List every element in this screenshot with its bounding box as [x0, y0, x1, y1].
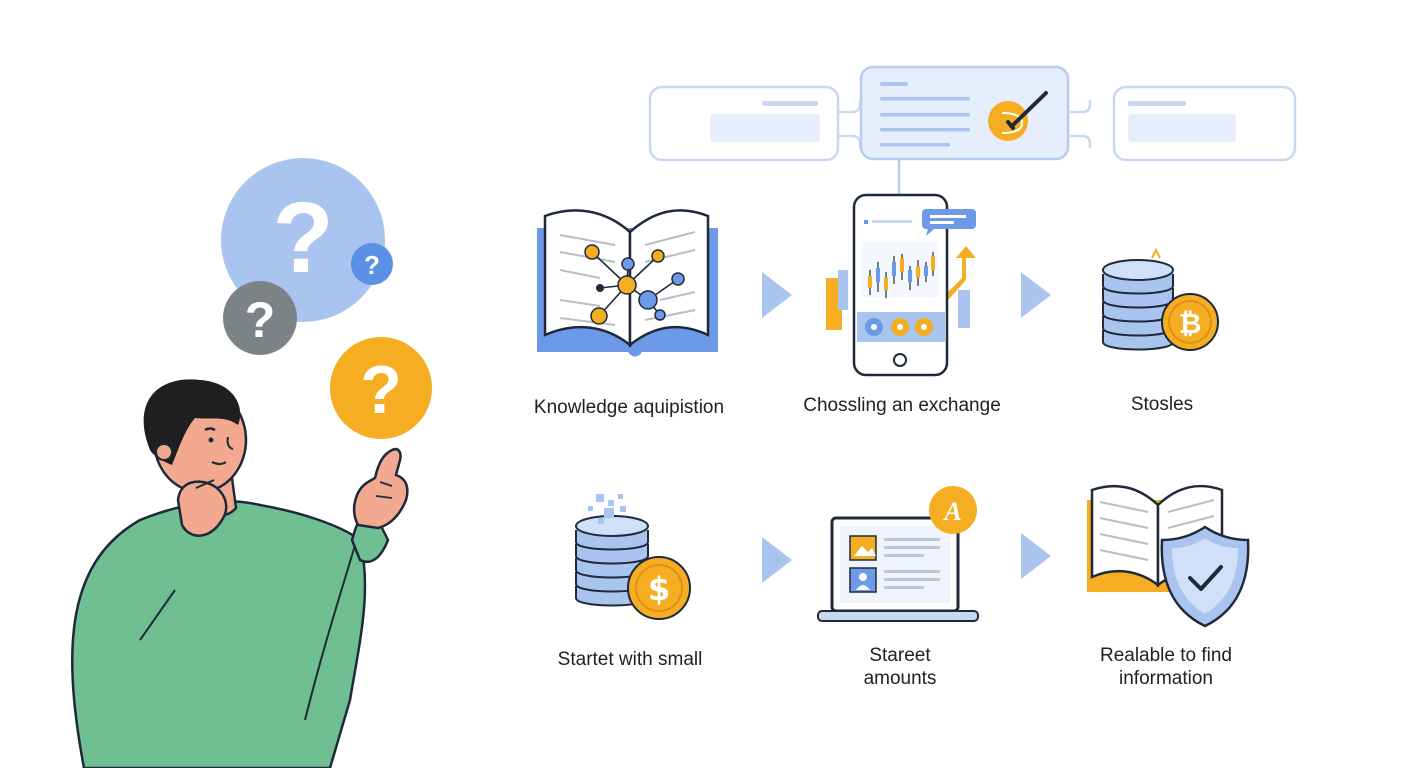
open-book-network-icon — [537, 209, 718, 357]
question-bubble-orange — [330, 337, 432, 439]
dollar-symbol: $ — [648, 570, 670, 608]
coin-stack-bitcoin-icon: ₿ — [1102, 247, 1219, 351]
checkmark-badge-icon — [988, 91, 1048, 141]
step-label-knowledge: Knowledge aquipistion — [533, 397, 725, 418]
step-label-amounts-line-1: Stareet — [869, 645, 931, 666]
question-mark-gray: ? — [245, 292, 276, 348]
coin-stack-dollar-icon: $ — [575, 494, 691, 620]
step-label-information-line-1: Realable to find — [1099, 645, 1233, 666]
question-bubble-gray — [223, 281, 297, 355]
step-label-amounts-line-2: amounts — [863, 668, 937, 689]
top-card-flow — [648, 65, 1297, 195]
person-hair — [143, 379, 241, 465]
flow-arrow-3 — [762, 537, 792, 583]
bitcoin-symbol: ₿ — [1179, 307, 1202, 340]
question-bubbles: ? ? ? ? — [221, 158, 432, 439]
question-mark-small: ? — [364, 250, 380, 280]
question-bubble-small — [351, 243, 393, 285]
laptop-profile-icon: A — [817, 486, 979, 622]
step-label-stosles: Stosles — [1130, 394, 1194, 415]
laptop-badge-letter: A — [942, 497, 961, 526]
question-bubble-large — [221, 158, 385, 322]
step-label-information: Realable to find information — [1076, 644, 1256, 690]
person-shirt — [71, 500, 367, 770]
phone-trading-chart-icon — [826, 193, 976, 377]
person-hand-raised — [352, 447, 409, 530]
thinking-person — [71, 379, 409, 770]
book-shield-check-icon — [1087, 484, 1250, 628]
step-label-information-line-2: information — [1119, 668, 1213, 689]
question-mark-large: ? — [272, 182, 333, 294]
flow-arrow-2 — [1021, 272, 1051, 318]
connector-left — [838, 100, 862, 148]
question-mark-orange: ? — [360, 352, 402, 428]
flow-arrow-1 — [762, 272, 792, 318]
step-label-amounts: Stareet amounts — [820, 644, 980, 690]
flow-arrow-4 — [1021, 533, 1051, 579]
person-hand-chin — [176, 480, 228, 537]
step-label-start-small: Startet with small — [557, 649, 703, 670]
connector-right — [1068, 100, 1092, 148]
step-label-exchange: Chossling an exchange — [803, 395, 1001, 416]
